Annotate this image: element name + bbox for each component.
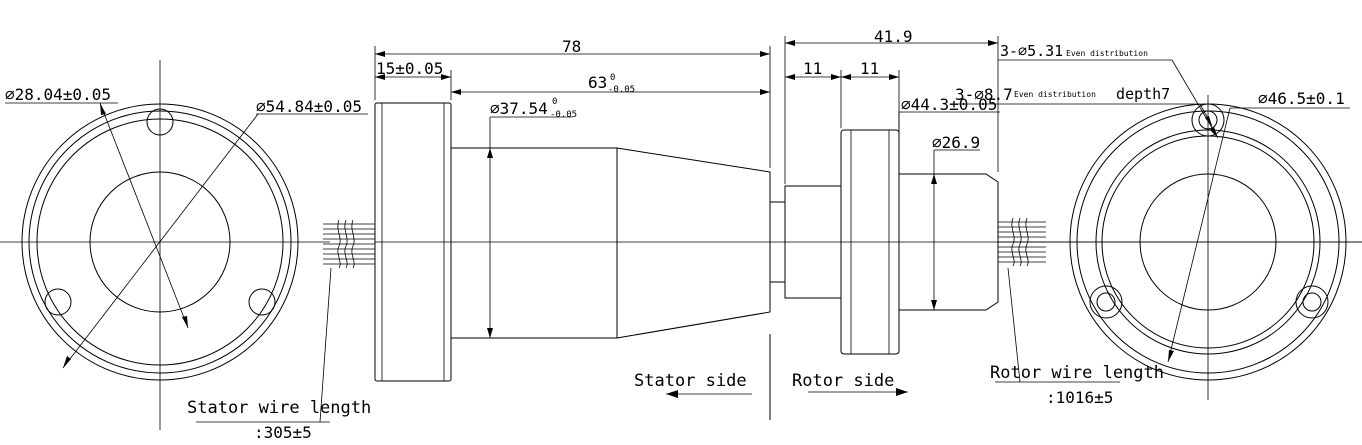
right-end-view — [1040, 95, 1362, 400]
mount-hole — [248, 288, 276, 316]
rotor-wire-bundle — [995, 217, 1120, 383]
counterbore-hole — [1295, 285, 1329, 319]
stator-side-label: Stator side — [634, 371, 747, 391]
hole-8-7-note: Even distribution — [1014, 90, 1096, 99]
dim-63 — [451, 89, 770, 95]
hole-8-7-label: 3-⌀8.7 — [955, 85, 1013, 104]
hole-callout-8-7 — [955, 103, 1213, 127]
dim-41-9 — [784, 36, 999, 184]
dim-63-tol-upper: 0 — [610, 73, 615, 83]
dim-37-tol-upper: 0 — [552, 97, 557, 107]
rotor-side-arrow — [896, 388, 908, 396]
dim-44-3 — [898, 111, 1000, 130]
left-end-view — [0, 60, 368, 430]
hole-8-7-depth: depth7 — [1116, 85, 1170, 103]
dim-11b-label: 11 — [860, 59, 879, 78]
dim-28-label: ⌀28.04±0.05 — [5, 85, 111, 104]
hole-5-31-label: 3-⌀5.31 — [1000, 42, 1063, 60]
stator-wire-bundle — [196, 219, 375, 423]
mount-hole — [44, 288, 72, 316]
stator-wire-label: Stator wire length — [187, 398, 371, 418]
dim-15-label: 15±0.05 — [376, 59, 443, 78]
dim-63-label: 63 — [588, 73, 607, 92]
dim-78-label: 78 — [562, 37, 581, 56]
dim-15 — [375, 70, 452, 100]
dim-37-tol-lower: -0.05 — [550, 110, 577, 120]
counterbore-hole — [1089, 285, 1123, 319]
mount-hole — [146, 108, 174, 136]
rotor-shaft — [898, 173, 999, 311]
dim-41-9-label: 41.9 — [874, 27, 913, 46]
dim-44-3-label: ⌀44.3±0.05 — [901, 95, 997, 114]
rotor-wire-value: :1016±5 — [1046, 388, 1113, 407]
dim-11 — [785, 70, 900, 172]
dim-78 — [374, 46, 771, 168]
dim-37 — [487, 116, 572, 338]
stator-wire-value: :305±5 — [254, 423, 312, 442]
counterbore-hole — [1191, 103, 1225, 137]
hole-callout-5-31 — [998, 59, 1219, 139]
dim-54-label: ⌀54.84±0.05 — [256, 97, 362, 116]
dim-63-tol-lower: -0.05 — [608, 85, 635, 95]
rotor-wire-label: Rotor wire length — [990, 363, 1164, 383]
dim-37-label: ⌀37.54 — [490, 99, 548, 118]
dim-26-9 — [931, 149, 980, 310]
dim-11a-label: 11 — [803, 59, 822, 78]
dim-26-9-label: ⌀26.9 — [932, 133, 980, 152]
dim-46-5-label: ⌀46.5±0.1 — [1258, 89, 1345, 108]
hole-5-31-note: Even distribution — [1066, 49, 1148, 58]
stator-side-arrow — [666, 390, 678, 398]
rotor-side-label: Rotor side — [792, 371, 894, 391]
